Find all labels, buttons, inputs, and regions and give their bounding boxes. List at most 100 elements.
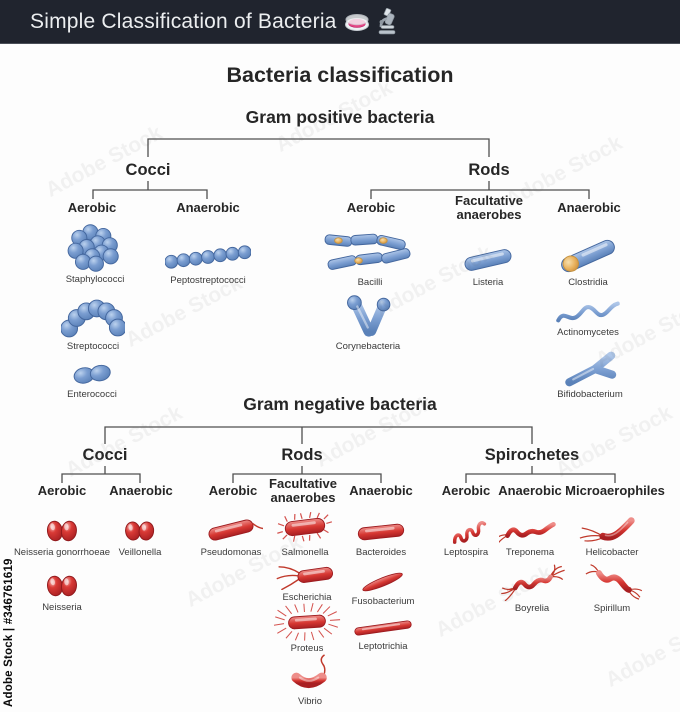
organism-corynebacteria: Corynebacteria (336, 295, 400, 352)
organism-label: Escherichia (282, 592, 332, 603)
organism-label: Neisseria (42, 602, 82, 613)
organism-label: Fusobacterium (351, 596, 415, 607)
neisseria-gonorrhoeae-icon (47, 520, 77, 542)
organism-label: Salmonella (281, 547, 329, 558)
organism-label: Streptococci (66, 341, 120, 352)
branch-gn-cocci: Cocci (82, 446, 128, 464)
veillonella-icon (125, 521, 155, 541)
organism-label: Proteus (290, 643, 324, 654)
organism-neisseria-gonorrhoeae: Neisseria gonorrhoeae (14, 517, 110, 558)
salmonella-icon (277, 511, 333, 542)
subbranch-gn-cocci-aerobic: Aerobic (37, 483, 87, 498)
organism-label: Bacilli (357, 277, 383, 288)
branch-gn-spirochetes: Spirochetes (484, 446, 580, 464)
branch-gp-cocci: Cocci (125, 161, 171, 179)
organism-label: Staphylococci (65, 274, 125, 285)
staphylococci-icon (67, 224, 119, 272)
vibrio-icon (291, 654, 327, 689)
organism-label: Leptotrichia (358, 641, 408, 652)
spirillum-icon (585, 564, 643, 600)
organism-escherichia: Escherichia (274, 562, 340, 603)
app-title: Simple Classification of Bacteria (30, 9, 337, 33)
organism-label: Treponema (505, 547, 555, 558)
organism-label: Corynebacteria (335, 341, 401, 352)
organism-staphylococci: Staphylococci (64, 224, 126, 285)
organism-treponema: Treponema (499, 515, 561, 558)
neisseria-icon (47, 575, 77, 597)
organism-clostridia: Clostridia (556, 237, 620, 288)
organism-label: Spirillum (593, 603, 631, 614)
subbranch-gn-rods-aerobic: Aerobic (208, 483, 258, 498)
subbranch-gn-rods-facultative: Facultative anaerobes (269, 476, 337, 505)
organism-streptococci: Streptococci (61, 297, 125, 352)
organism-pseudomonas: Pseudomonas (199, 515, 263, 558)
treponema-icon (499, 522, 556, 544)
bacteroides-icon (357, 523, 405, 541)
corynebacteria-icon (347, 295, 391, 337)
organism-veillonella: Veillonella (118, 517, 162, 558)
organism-label: Neisseria gonorrhoeae (13, 547, 111, 558)
enterococci-icon (73, 364, 111, 384)
organism-label: Listeria (472, 277, 504, 288)
organism-leptotrichia: Leptotrichia (350, 617, 416, 652)
subbranch-gn-cocci-anaerobic: Anaerobic (109, 483, 173, 498)
organism-label: Vibrio (297, 696, 323, 707)
actinomycetes-icon (556, 301, 620, 323)
subbranch-gn-spiro-anaerobic: Anaerobic (498, 483, 562, 498)
subbranch-gn-spiro-microaerophiles: Microaerophiles (565, 483, 665, 498)
listeria-icon (464, 249, 512, 271)
proteus-icon (273, 603, 341, 641)
escherichia-icon (276, 566, 334, 590)
organism-leptospira: Leptospira (444, 507, 488, 558)
organism-label: Bifidobacterium (557, 389, 623, 400)
pseudomonas-icon (208, 519, 263, 541)
organism-bacteroides: Bacteroides (352, 519, 410, 558)
petri-dish-icon (344, 13, 369, 31)
fusobacterium-icon (362, 572, 404, 592)
organism-label: Boyrelia (514, 603, 550, 614)
app-header: Simple Classification of Bacteria (0, 0, 680, 44)
organism-label: Clostridia (568, 277, 608, 288)
subbranch-gp-cocci-anaerobic: Anaerobic (176, 200, 240, 215)
organism-boyrelia: Boyrelia (498, 560, 566, 614)
subbranch-gn-spiro-aerobic: Aerobic (441, 483, 491, 498)
bacilli-icon (324, 233, 411, 270)
group-title-gram-negative: Gram negative bacteria (243, 394, 437, 414)
organism-actinomycetes: Actinomycetes (554, 299, 622, 338)
group-title-gram-positive: Gram positive bacteria (245, 107, 435, 127)
organism-peptostreptococci: Peptostreptococci (165, 241, 251, 286)
organism-proteus: Proteus (272, 603, 342, 654)
peptostreptococci-icon (165, 245, 251, 269)
stock-id-watermark: Adobe Stock | #346761619 (3, 558, 15, 707)
boyrelia-icon (501, 564, 565, 601)
branch-gn-rods: Rods (281, 446, 323, 464)
gram-positive-tree-lines (92, 138, 590, 199)
gram-negative-tree-lines (61, 426, 616, 483)
streptococci-icon (61, 299, 125, 338)
branch-gp-rods: Rods (468, 161, 510, 179)
organism-label: Enterococci (67, 389, 117, 400)
diagram-title: Bacteria classification (226, 63, 454, 87)
subbranch-gp-rods-aerobic: Aerobic (346, 200, 396, 215)
leptotrichia-icon (354, 620, 412, 636)
organism-helicobacter: Helicobacter (579, 511, 645, 558)
helicobacter-icon (579, 517, 635, 542)
organism-label: Veillonella (118, 547, 162, 558)
organism-label: Actinomycetes (557, 327, 619, 338)
organism-fusobacterium: Fusobacterium (351, 570, 415, 607)
subbranch-gp-cocci-aerobic: Aerobic (67, 200, 117, 215)
organism-spirillum: Spirillum (580, 560, 644, 614)
organism-vibrio: Vibrio (286, 654, 334, 707)
subbranch-gn-rods-anaerobic: Anaerobic (349, 483, 413, 498)
organism-neisseria: Neisseria (42, 572, 82, 613)
leptospira-icon (453, 520, 487, 544)
organism-label: Bacteroides (355, 547, 407, 558)
organism-salmonella: Salmonella (273, 509, 337, 558)
organism-enterococci: Enterococci (67, 362, 117, 400)
organism-label: Peptostreptococci (170, 275, 246, 286)
organism-bifidobacterium: Bifidobacterium (557, 349, 623, 400)
organism-label: Helicobacter (585, 547, 639, 558)
microscope-icon (378, 8, 395, 35)
